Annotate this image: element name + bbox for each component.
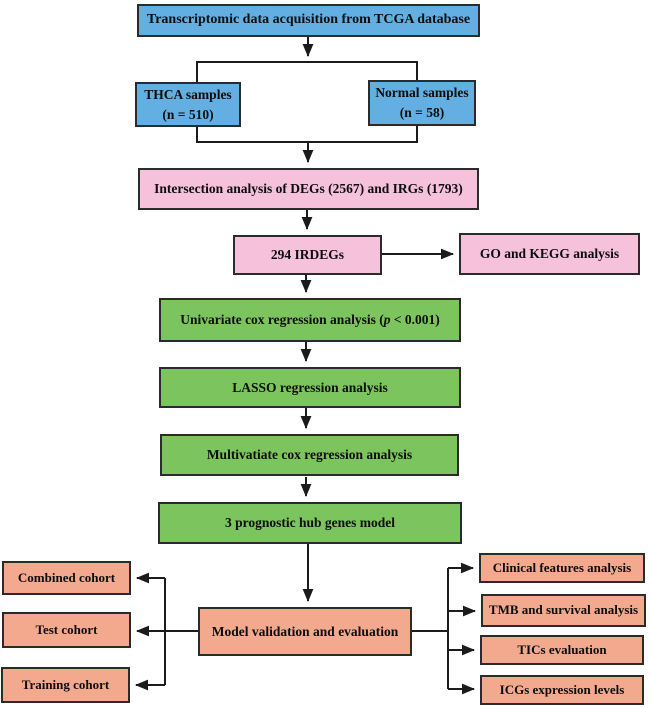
node-label: THCA samples <box>144 86 232 102</box>
node-label: 294 IRDEGs <box>270 247 345 263</box>
node-univariate-cox: Univariate cox regression analysis (p < … <box>159 298 461 342</box>
node-icgs-expression: ICGs expression levels <box>480 675 644 705</box>
node-tmb-survival: TMB and survival analysis <box>481 594 646 627</box>
node-label: Intersection analysis of DEGs (2567) and… <box>154 181 463 197</box>
node-label: Transcriptomic data acquisition from TCG… <box>146 12 471 28</box>
node-label: Univariate cox regression analysis (p < … <box>180 310 440 330</box>
node-label: GO and KEGG analysis <box>479 246 620 262</box>
node-multivariate-cox: Multivatiate cox regression analysis <box>160 434 459 476</box>
node-label: Multivatiate cox regression analysis <box>206 447 413 463</box>
node-thca-samples: THCA samples (n = 510) <box>135 82 241 127</box>
node-intersection-analysis: Intersection analysis of DEGs (2567) and… <box>138 168 479 210</box>
node-model-validation: Model validation and evaluation <box>198 607 412 656</box>
node-go-kegg-analysis: GO and KEGG analysis <box>459 233 640 275</box>
label-suffix: < 0.001) <box>390 312 440 328</box>
node-label: Model validation and evaluation <box>211 623 399 639</box>
node-label: TMB and survival analysis <box>488 602 639 618</box>
node-label: Combined cohort <box>17 569 116 585</box>
node-label: TICs evaluation <box>517 641 607 657</box>
node-label: Clinical features analysis <box>492 559 632 575</box>
label-prefix: Univariate cox regression analysis ( <box>180 312 384 328</box>
node-combined-cohort: Combined cohort <box>2 561 131 595</box>
node-sample-count: (n = 510) <box>162 106 214 122</box>
node-irdegs: 294 IRDEGs <box>233 235 382 275</box>
node-training-cohort: Training cohort <box>1 667 130 703</box>
label-p-italic: p <box>383 312 391 328</box>
node-label: LASSO regression analysis <box>232 379 388 395</box>
node-tcga-acquisition: Transcriptomic data acquisition from TCG… <box>137 4 480 37</box>
node-label: Test cohort <box>35 621 98 637</box>
node-test-cohort: Test cohort <box>2 612 131 648</box>
node-hub-genes-model: 3 prognostic hub genes model <box>158 502 462 544</box>
node-lasso-regression: LASSO regression analysis <box>159 367 461 408</box>
node-normal-samples: Normal samples (n = 58) <box>368 80 476 126</box>
node-clinical-features: Clinical features analysis <box>479 553 645 583</box>
node-label: Normal samples <box>375 85 469 101</box>
node-tics-evaluation: TICs evaluation <box>480 635 644 665</box>
node-label: 3 prognostic hub genes model <box>224 515 396 531</box>
node-sample-count: (n = 58) <box>399 105 445 120</box>
node-label: Training cohort <box>21 676 110 692</box>
node-label: ICGs expression levels <box>499 681 625 697</box>
